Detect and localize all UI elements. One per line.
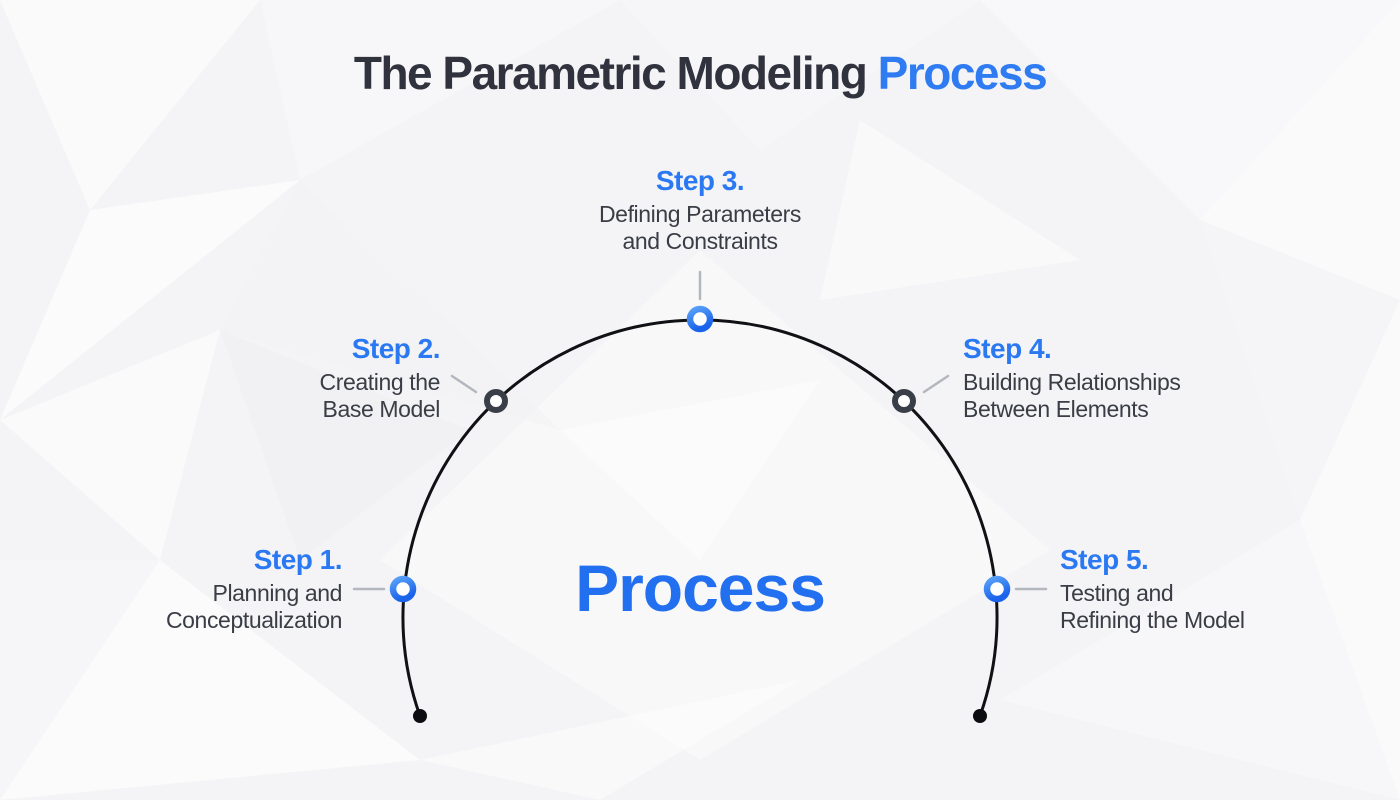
center-process-label: Process xyxy=(575,551,826,625)
step-1-label: Step 1. xyxy=(253,544,343,575)
step-3-label: Step 3. xyxy=(655,165,745,196)
step-2-desc-line-2: Base Model xyxy=(322,396,441,422)
step-2-description: Creating the Base Model xyxy=(320,369,441,423)
step-3-desc-line-2: and Constraints xyxy=(622,228,778,254)
page-title-accent-text: Process xyxy=(877,47,1048,99)
process-arc xyxy=(401,318,999,718)
page-title-dark-text: The Parametric Modeling xyxy=(353,47,868,99)
node-step-1 xyxy=(389,575,417,603)
step-2-desc-line-1: Creating the xyxy=(319,369,441,395)
node-step-4 xyxy=(892,389,916,413)
node-step-3 xyxy=(686,305,714,333)
step-5-description: Testing and Refining the Model xyxy=(1060,580,1245,634)
step-4-desc-line-2: Between Elements xyxy=(963,396,1149,422)
step-1-desc-line-2: Conceptualization xyxy=(165,607,342,633)
node-step-2 xyxy=(484,389,508,413)
step-1-block: Step 1. Planning and Conceptualization xyxy=(166,544,343,634)
node-step-5 xyxy=(983,575,1011,603)
arc-end-dot-left xyxy=(413,709,427,723)
step-5-label: Step 5. xyxy=(1060,544,1149,575)
step-4-desc-line-1: Building Relationships xyxy=(963,369,1181,395)
step-5-desc-line-2: Refining the Model xyxy=(1060,607,1245,633)
step-4-label: Step 4. xyxy=(963,333,1052,364)
connector-step-2 xyxy=(450,374,478,394)
step-3-description: Defining Parameters and Constraints xyxy=(500,201,900,255)
step-3-desc-line-1: Defining Parameters xyxy=(598,201,802,227)
page-title: The Parametric Modeling Process xyxy=(0,46,1400,100)
step-5-block: Step 5. Testing and Refining the Model xyxy=(1060,544,1245,634)
step-2-block: Step 2. Creating the Base Model xyxy=(320,333,441,423)
arc-end-dot-right xyxy=(973,709,987,723)
step-1-desc-line-1: Planning and xyxy=(212,580,343,606)
step-4-description: Building Relationships Between Elements xyxy=(963,369,1181,423)
step-2-label: Step 2. xyxy=(351,333,441,364)
step-5-desc-line-1: Testing and xyxy=(1060,580,1174,606)
connector-step-4 xyxy=(922,374,950,394)
step-1-description: Planning and Conceptualization xyxy=(166,580,342,634)
step-3-block: Step 3. Defining Parameters and Constrai… xyxy=(500,165,900,255)
step-4-block: Step 4. Building Relationships Between E… xyxy=(963,333,1181,423)
